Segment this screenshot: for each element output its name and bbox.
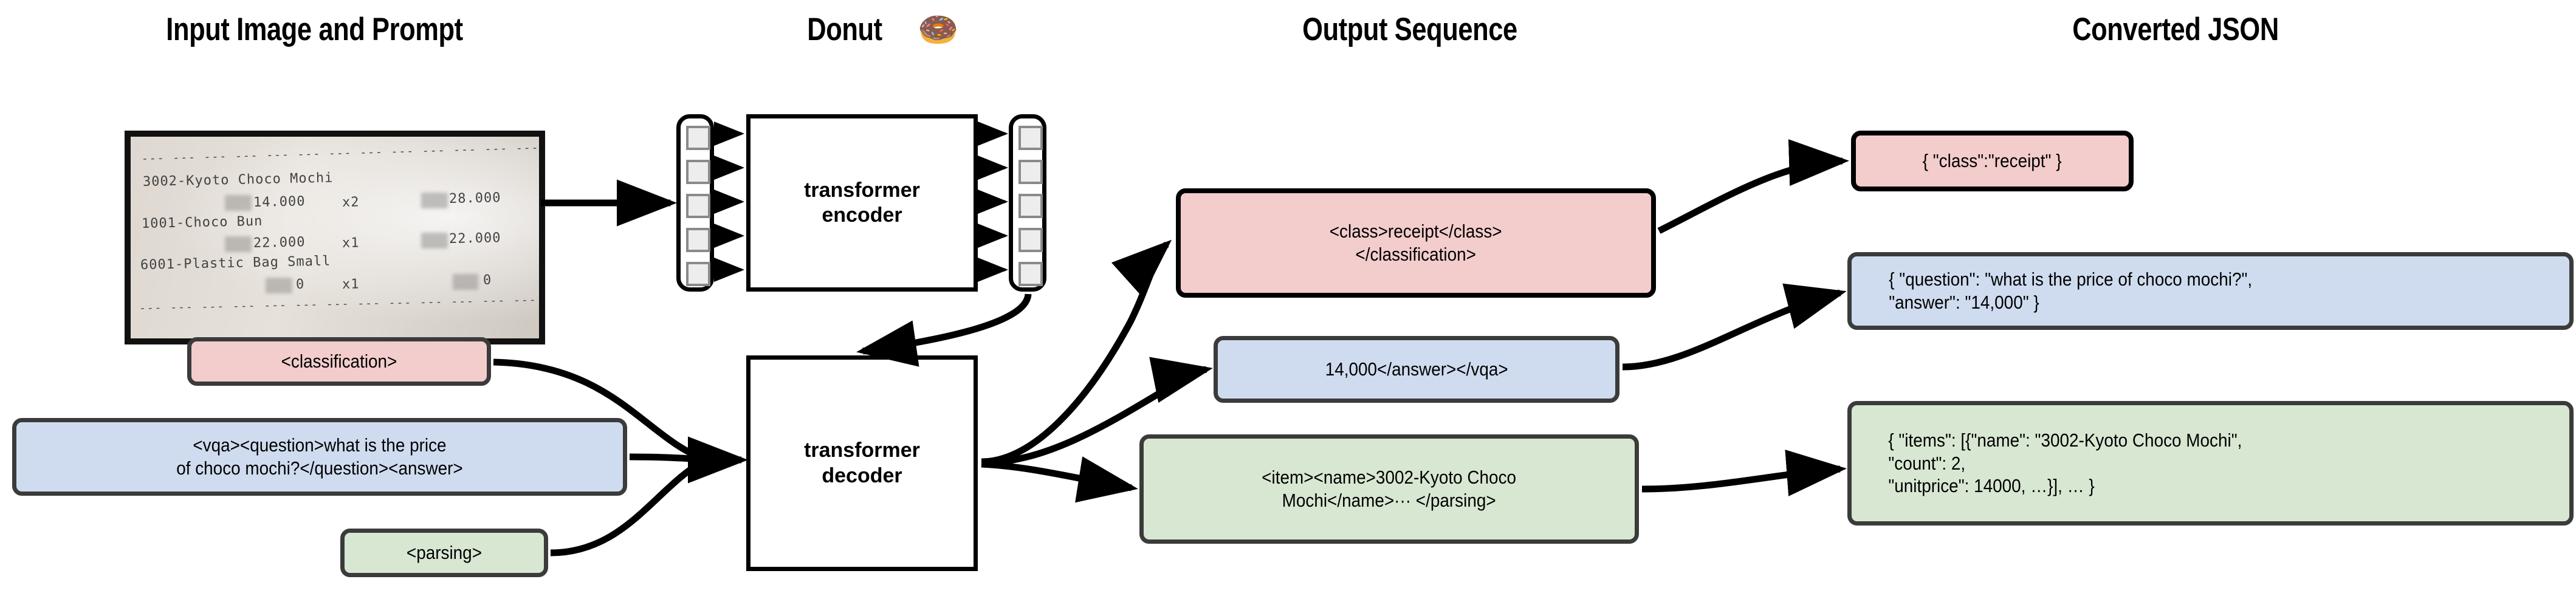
receipt-redaction-1 xyxy=(225,195,252,211)
receipt-line-3-total: 0 xyxy=(483,272,492,288)
receipt-line-2-name: 1001-Choco Bun xyxy=(141,213,263,231)
receipt-redaction-3b xyxy=(453,274,478,290)
column-title-json: Converted JSON xyxy=(2072,12,2279,47)
prompt-box-vqa[interactable]: <vqa><question>what is the price of choc… xyxy=(12,418,627,496)
encoder-output-token xyxy=(1018,126,1043,150)
receipt-redaction-2b xyxy=(421,233,448,248)
prompt-box-classification[interactable]: <classification> xyxy=(187,337,491,386)
column-title-output: Output Sequence xyxy=(1302,12,1517,47)
output-vqa-text: 14,000</answer></vqa> xyxy=(1325,358,1508,380)
receipt-line-2-qty: x1 xyxy=(342,235,360,251)
input-receipt-image: --- --- --- --- --- --- --- --- --- --- … xyxy=(125,131,545,344)
json-parsing-text: { "items": [{"name": "3002-Kyoto Choco M… xyxy=(1888,429,2242,497)
receipt-line-2-unit: 22.000 xyxy=(253,235,306,251)
arrows-encoder-to-tokens xyxy=(978,122,1008,282)
encoder-input-token xyxy=(686,126,710,150)
arrow-encoder-to-decoder xyxy=(856,293,1032,367)
json-box-vqa[interactable]: { "question": "what is the price of choc… xyxy=(1847,252,2574,330)
encoder-output-token xyxy=(1018,160,1043,184)
receipt-redaction-2 xyxy=(225,236,252,252)
receipt-line-3-unit: 0 xyxy=(295,276,305,292)
transformer-decoder-box: transformer decoder xyxy=(746,355,978,571)
receipt-line-1-unit: 14.000 xyxy=(253,194,306,210)
output-box-vqa[interactable]: 14,000</answer></vqa> xyxy=(1214,336,1619,403)
output-parsing-text: <item><name>3002-Kyoto Choco Mochi</name… xyxy=(1262,467,1517,511)
encoder-input-token xyxy=(686,194,710,218)
prompt-parsing-text: <parsing> xyxy=(406,542,483,564)
encoder-output-token xyxy=(1018,194,1043,218)
output-classification-text: <class>receipt</class> </classification> xyxy=(1330,221,1502,265)
donut-emoji-icon: 🍩 xyxy=(918,12,959,48)
prompt-box-parsing[interactable]: <parsing> xyxy=(340,529,548,577)
receipt-line-3-qty: x1 xyxy=(342,276,360,292)
receipt-paper xyxy=(131,137,539,338)
prompt-vqa-text: <vqa><question>what is the price of choc… xyxy=(176,434,463,479)
encoder-input-token xyxy=(686,262,710,286)
json-box-classification[interactable]: { "class":"receipt" } xyxy=(1851,131,2134,191)
json-vqa-text: { "question": "what is the price of choc… xyxy=(1889,269,2253,313)
receipt-line-2-total: 22.000 xyxy=(448,230,501,247)
receipt-redaction-1b xyxy=(421,193,448,208)
json-classification-text: { "class":"receipt" } xyxy=(1923,150,2062,172)
receipt-line-1-qty: x2 xyxy=(342,194,360,210)
output-box-classification[interactable]: <class>receipt</class> </classification> xyxy=(1176,188,1656,298)
encoder-input-token-column xyxy=(676,114,714,292)
prompt-classification-text: <classification> xyxy=(281,351,397,372)
transformer-encoder-box: transformer encoder xyxy=(746,114,978,292)
arrows-tokens-to-encoder xyxy=(714,122,744,282)
json-box-parsing[interactable]: { "items": [{"name": "3002-Kyoto Choco M… xyxy=(1847,401,2574,526)
receipt-redaction-3 xyxy=(266,278,292,293)
encoder-output-token xyxy=(1018,262,1043,286)
encoder-input-token xyxy=(686,228,710,252)
column-title-donut: Donut xyxy=(807,12,882,47)
receipt-line-1-total: 28.000 xyxy=(448,190,501,207)
output-box-parsing[interactable]: <item><name>3002-Kyoto Choco Mochi</name… xyxy=(1139,434,1639,544)
column-title-input: Input Image and Prompt xyxy=(166,12,463,47)
encoder-input-token xyxy=(686,160,710,184)
encoder-output-token xyxy=(1018,228,1043,252)
encoder-output-token-column xyxy=(1009,114,1046,292)
